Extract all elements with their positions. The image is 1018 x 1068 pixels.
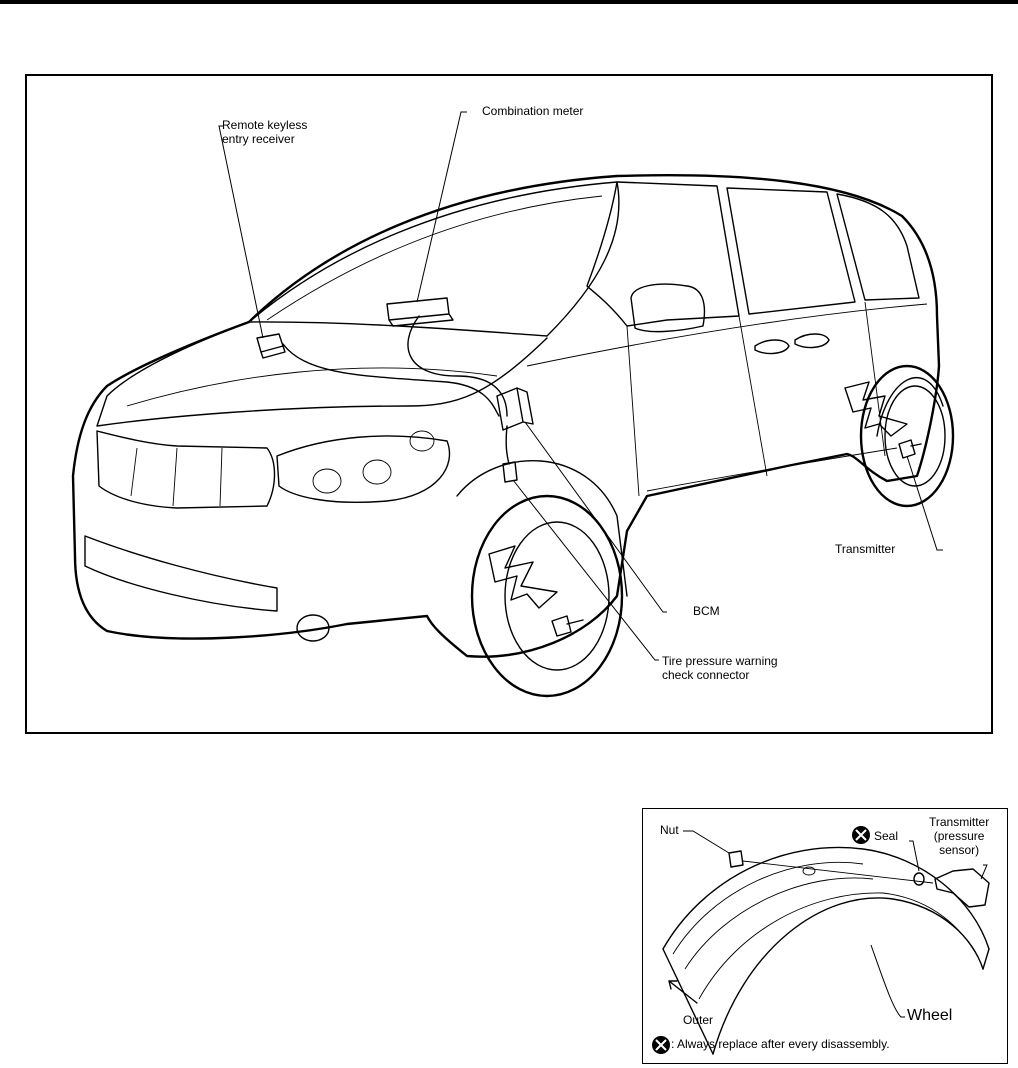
seal-part bbox=[913, 872, 925, 886]
remote-keyless-entry-receiver-part bbox=[256, 333, 286, 359]
label-remote-keyless-entry-receiver: Remote keyless entry receiver bbox=[222, 118, 308, 146]
rear-rim bbox=[884, 385, 946, 487]
bcm-part bbox=[496, 387, 534, 431]
wheel-outer-edge bbox=[662, 846, 990, 950]
hood-crease bbox=[126, 367, 498, 407]
wheel-illustration bbox=[652, 826, 990, 1055]
wheel-leader bbox=[870, 944, 905, 1018]
windshield bbox=[248, 181, 620, 337]
front-door-line bbox=[626, 325, 640, 497]
top-rule bbox=[0, 0, 1018, 4]
transmitter-installation-figure: Nut Seal Transmitter (pressure sensor) W… bbox=[642, 808, 1008, 1064]
label-outer: Outer bbox=[683, 1013, 714, 1027]
front-door-window bbox=[586, 181, 740, 327]
label-tire-pressure-warning-check-connector: Tire pressure warning check connector bbox=[662, 654, 778, 682]
label-wheel: Wheel bbox=[907, 1007, 953, 1024]
label-bcm: BCM bbox=[693, 604, 720, 618]
quarter-window bbox=[836, 193, 920, 301]
front-rim bbox=[504, 521, 610, 671]
receiver-leader bbox=[218, 125, 264, 339]
label-nut: Nut bbox=[660, 823, 679, 837]
hood bbox=[96, 321, 548, 427]
combination-meter-part bbox=[386, 297, 454, 327]
wiring-harness bbox=[282, 315, 510, 465]
check-connector-part bbox=[502, 461, 518, 483]
front-tire bbox=[470, 494, 624, 698]
rear-signal-icon bbox=[844, 381, 908, 437]
fog-lamp bbox=[296, 614, 330, 642]
label-seal: Seal bbox=[874, 829, 899, 843]
valve-axis bbox=[742, 860, 934, 884]
windshield-inner bbox=[266, 195, 603, 321]
side-mirror bbox=[630, 283, 706, 333]
grille-bar-1 bbox=[130, 447, 138, 497]
front-door-handle bbox=[754, 339, 790, 355]
meter-leader bbox=[416, 111, 467, 303]
outer-arrow-icon bbox=[668, 980, 698, 1004]
rear-door-handle bbox=[794, 333, 830, 349]
grille bbox=[96, 430, 276, 509]
bumper-opening bbox=[84, 535, 278, 612]
wheel-rim-line-4 bbox=[882, 892, 980, 960]
wheel-inner-edge bbox=[712, 897, 984, 1055]
valve-hole bbox=[802, 866, 816, 876]
front-transmitter-part bbox=[551, 615, 584, 637]
wheel-rim-line-3 bbox=[698, 892, 884, 1000]
rear-door-line bbox=[864, 301, 886, 457]
seal-leader bbox=[909, 840, 920, 872]
headlamp bbox=[276, 435, 451, 504]
wheel-side bbox=[662, 948, 990, 1055]
label-combination-meter: Combination meter bbox=[482, 104, 584, 118]
beltline bbox=[526, 303, 928, 367]
rear-tire bbox=[859, 364, 955, 508]
vehicle-component-location-figure: Remote keyless entry receiver Combinatio… bbox=[25, 74, 993, 734]
label-transmitter-pressure-sensor: Transmitter (pressure sensor) bbox=[929, 815, 990, 857]
replace-legend: : Always replace after every disassembly… bbox=[671, 1037, 890, 1051]
wheel-rim-line-2 bbox=[684, 877, 874, 970]
headlamp-lens-2 bbox=[362, 459, 392, 485]
transmitter-sensor-part bbox=[934, 868, 990, 908]
label-transmitter: Transmitter bbox=[835, 542, 896, 556]
transmitter-leader bbox=[980, 864, 988, 880]
grille-bar-2 bbox=[172, 447, 178, 507]
transmitter-leader bbox=[906, 455, 943, 551]
x-in-circle-icon bbox=[852, 826, 870, 844]
connector-leader bbox=[512, 479, 659, 661]
car-body-outline bbox=[71, 173, 941, 658]
vehicle-illustration bbox=[71, 111, 955, 698]
rocker-line bbox=[646, 447, 898, 492]
rear-door-window bbox=[726, 187, 856, 315]
headlamp-lens-3 bbox=[409, 430, 435, 452]
front-wheel-arch bbox=[456, 460, 628, 597]
nut-leader bbox=[683, 830, 730, 854]
nut-part bbox=[728, 850, 744, 868]
bcm-leader bbox=[524, 421, 667, 613]
front-signal-icon bbox=[488, 545, 558, 609]
grille-bar-3 bbox=[219, 447, 223, 507]
sliding-door-line bbox=[738, 315, 768, 477]
x-in-circle-icon bbox=[652, 1036, 670, 1054]
wheel-rim-line-1 bbox=[672, 861, 864, 955]
headlamp-lens-1 bbox=[312, 468, 342, 494]
rear-transmitter-part bbox=[898, 439, 922, 459]
